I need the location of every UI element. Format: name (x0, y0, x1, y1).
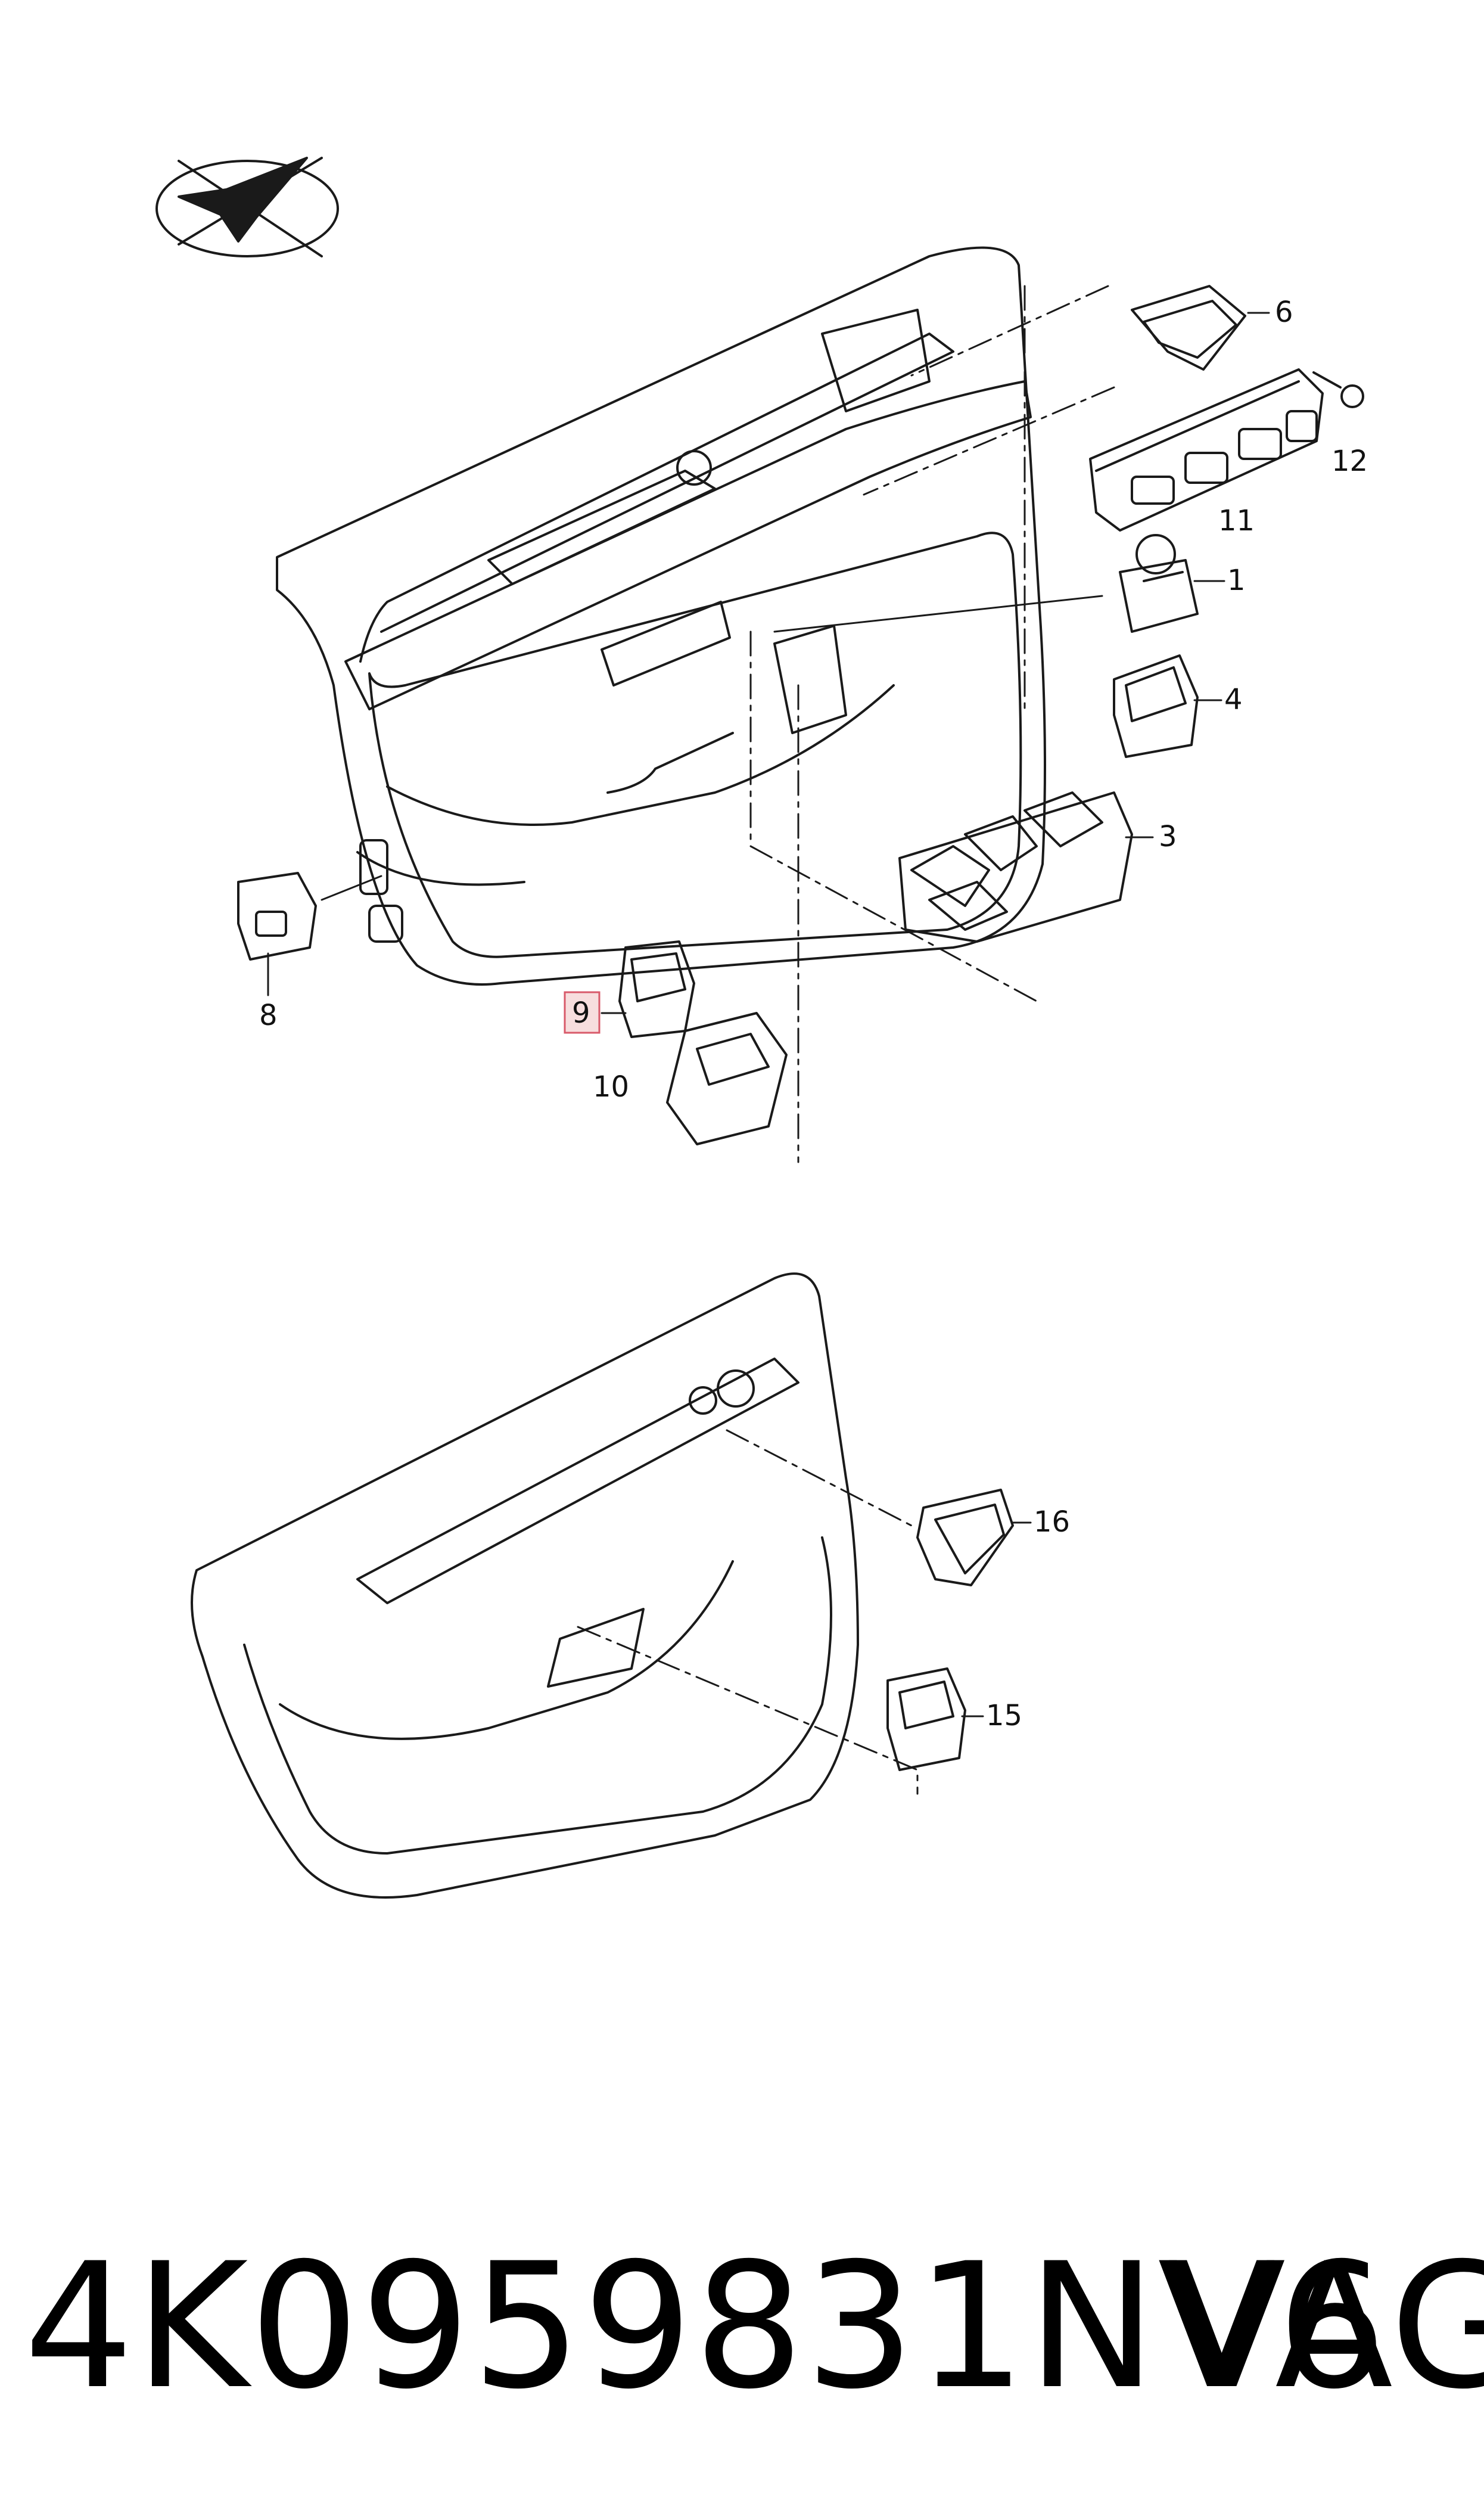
callout-6: 6 (1275, 296, 1293, 329)
callout-labels: 6 12 11 1 4 3 8 9 10 16 15 (259, 296, 1368, 1732)
callout-15: 15 (986, 1699, 1022, 1732)
callout-3: 3 (1159, 820, 1177, 853)
logo-icon (155, 157, 339, 257)
callout-12: 12 (1331, 445, 1368, 478)
part-6-switch (1131, 285, 1246, 371)
front-door-panel (276, 246, 1046, 986)
part-15-switch (886, 1667, 966, 1771)
part-number: 4K0959831NV6 (24, 2226, 1389, 2427)
part-8-switch (237, 872, 317, 961)
part-1-knob-switch (1119, 534, 1199, 633)
brand-label: VAG (1168, 2226, 1484, 2427)
callout-10: 10 (593, 1070, 629, 1104)
part-16-switch (916, 1489, 1014, 1586)
leader-lines (267, 285, 1115, 1795)
part-11-switch-panel (1089, 368, 1324, 532)
exploded-parts-diagram: 6 12 11 1 4 3 8 9 10 16 15 (155, 157, 1368, 1899)
callout-16: 16 (1034, 1505, 1070, 1539)
part-12-screw (1312, 371, 1364, 408)
part-4-switch (1113, 654, 1199, 758)
part-9-highlight (564, 991, 601, 1034)
callout-8: 8 (259, 999, 278, 1032)
part-10-bezel (666, 1012, 788, 1145)
callout-9: 9 (572, 996, 590, 1030)
rear-door-panel (191, 1272, 859, 1899)
callout-11: 11 (1218, 504, 1255, 538)
part-9-switch (618, 940, 695, 1038)
callout-ticks (601, 312, 1270, 1717)
callout-1: 1 (1227, 564, 1246, 597)
callout-4: 4 (1224, 683, 1243, 716)
